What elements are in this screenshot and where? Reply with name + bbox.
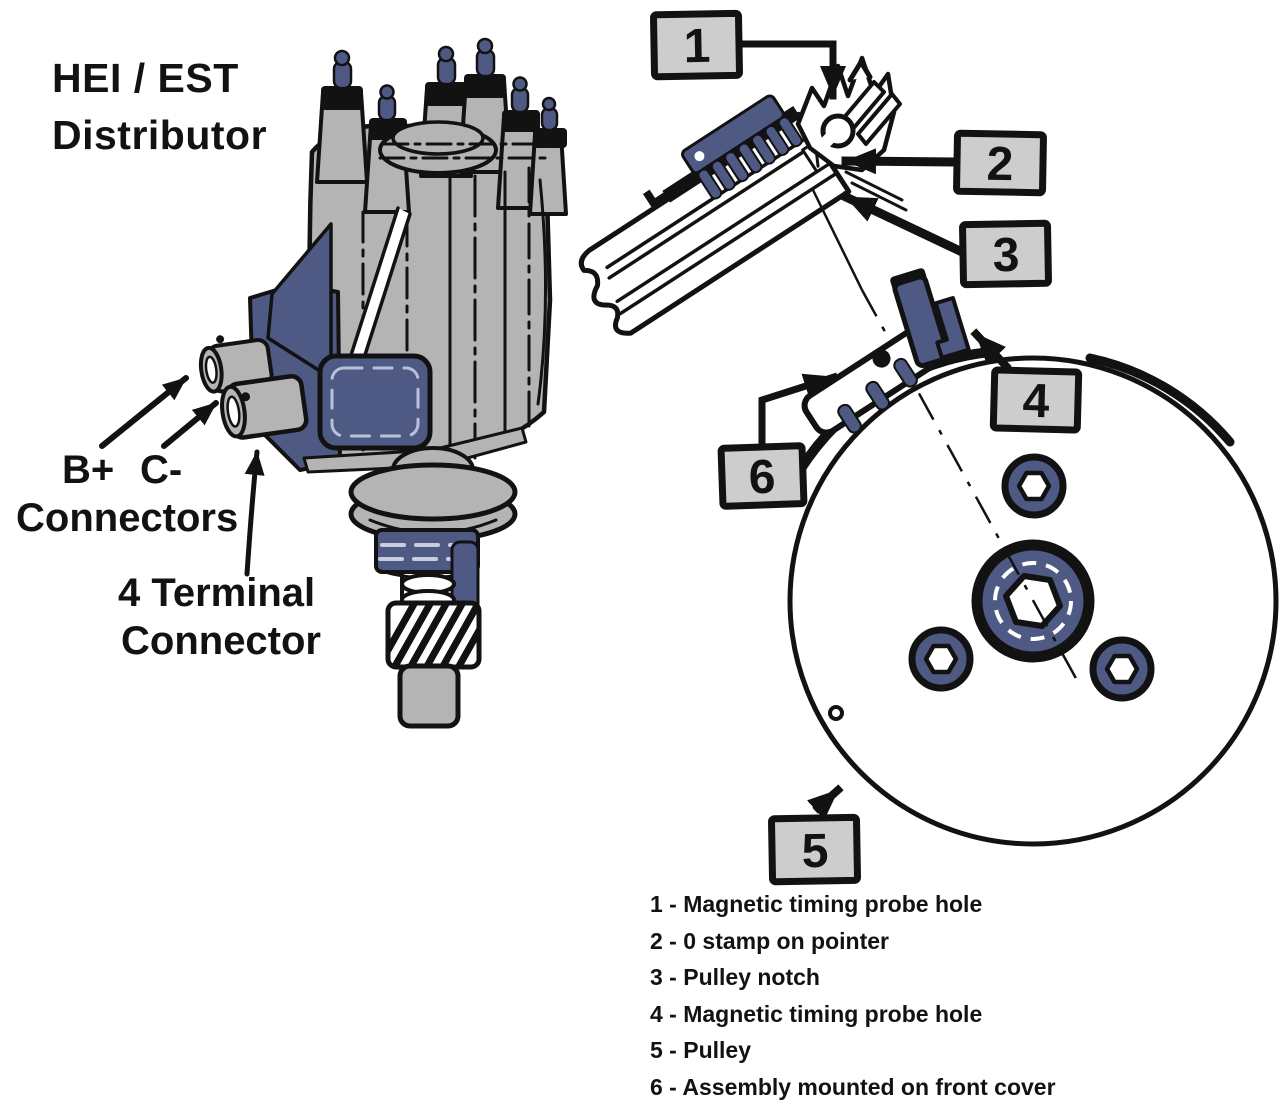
terminal-connector-arrow — [244, 449, 265, 577]
leader-3 — [840, 191, 966, 257]
page-title: HEI / EST Distributor — [52, 50, 267, 164]
callout-number-6: 6 — [748, 451, 777, 505]
callout-number-1: 1 — [683, 20, 711, 73]
callout-number-3: 3 — [992, 229, 1020, 282]
shaft-tip — [397, 663, 461, 729]
callout-box-5: 5 — [768, 813, 862, 886]
callout-box-3: 3 — [959, 219, 1052, 289]
legend-item-6: 6 - Assembly mounted on front cover — [650, 1073, 1056, 1100]
label-c-minus: C- — [140, 448, 183, 492]
four-terminal-connector — [317, 353, 433, 451]
title-line-2: Distributor — [52, 112, 268, 158]
callout-number-2: 2 — [986, 138, 1014, 191]
b-plus-arrow — [99, 375, 189, 449]
bracket-scale-tick — [837, 403, 862, 434]
legend: 1 - Magnetic timing probe hole 2 - 0 sta… — [650, 886, 1056, 1106]
legend-item-2: 2 - 0 stamp on pointer — [650, 927, 889, 954]
pulley-bolt-hole — [1089, 636, 1155, 702]
callout-box-4: 4 — [989, 366, 1083, 434]
front-cover-bracket-assembly — [801, 268, 971, 436]
b-plus-connector — [198, 335, 274, 394]
drive-gear — [385, 600, 482, 670]
pulley-notch — [828, 705, 844, 721]
leader-4 — [970, 328, 1012, 372]
probe-hole-casting — [795, 55, 908, 212]
cap-tower — [528, 96, 568, 216]
timing-pointer-assembly — [578, 55, 908, 336]
leader-5 — [807, 784, 844, 820]
pulley-bolt-hole — [1001, 453, 1067, 519]
callout-number-4: 4 — [1022, 375, 1050, 429]
bracket-hole — [872, 349, 891, 368]
rim-tab — [642, 189, 672, 210]
callout-box-2: 2 — [953, 129, 1047, 197]
magnetic-timing-probe — [890, 268, 971, 369]
pulley-rim-arc-right — [1085, 353, 1235, 447]
cap-tower — [315, 49, 369, 184]
label-terminal-line1: 4 Terminal — [118, 571, 316, 615]
legend-item-1: 1 - Magnetic timing probe hole — [650, 891, 983, 917]
callout-box-1: 1 — [650, 9, 743, 81]
pulley-bolt-hole — [908, 626, 974, 692]
callout-leaders — [736, 40, 1012, 820]
leader-1 — [736, 40, 846, 100]
label-arrows — [99, 375, 265, 577]
label-terminal-line2: Connector — [121, 619, 321, 663]
legend-item-3: 3 - Pulley notch — [650, 964, 820, 991]
leader-6 — [758, 372, 839, 446]
label-connectors: Connectors — [16, 496, 239, 540]
title-line-1: HEI / EST — [52, 55, 239, 101]
distributor-illustration — [198, 37, 568, 729]
callout-number-5: 5 — [801, 825, 829, 878]
coil-cover — [378, 120, 548, 175]
bracket-scale-tick — [893, 357, 918, 388]
label-b-plus: B+ — [62, 448, 115, 492]
rim-groove-lines — [605, 132, 839, 316]
legend-item-5: 5 - Pulley — [650, 1037, 751, 1064]
c-minus-connector — [220, 374, 309, 440]
distributor-shaft — [348, 446, 518, 627]
c-minus-arrow — [161, 400, 219, 449]
legend-item-4: 4 - Magnetic timing probe hole — [650, 1000, 983, 1027]
timing-scale-pointer — [681, 94, 803, 200]
bracket-scale-tick — [865, 380, 890, 411]
pulley-rim-edge — [578, 111, 852, 336]
callout-box-6: 6 — [717, 442, 808, 510]
leader-2 — [841, 148, 958, 175]
